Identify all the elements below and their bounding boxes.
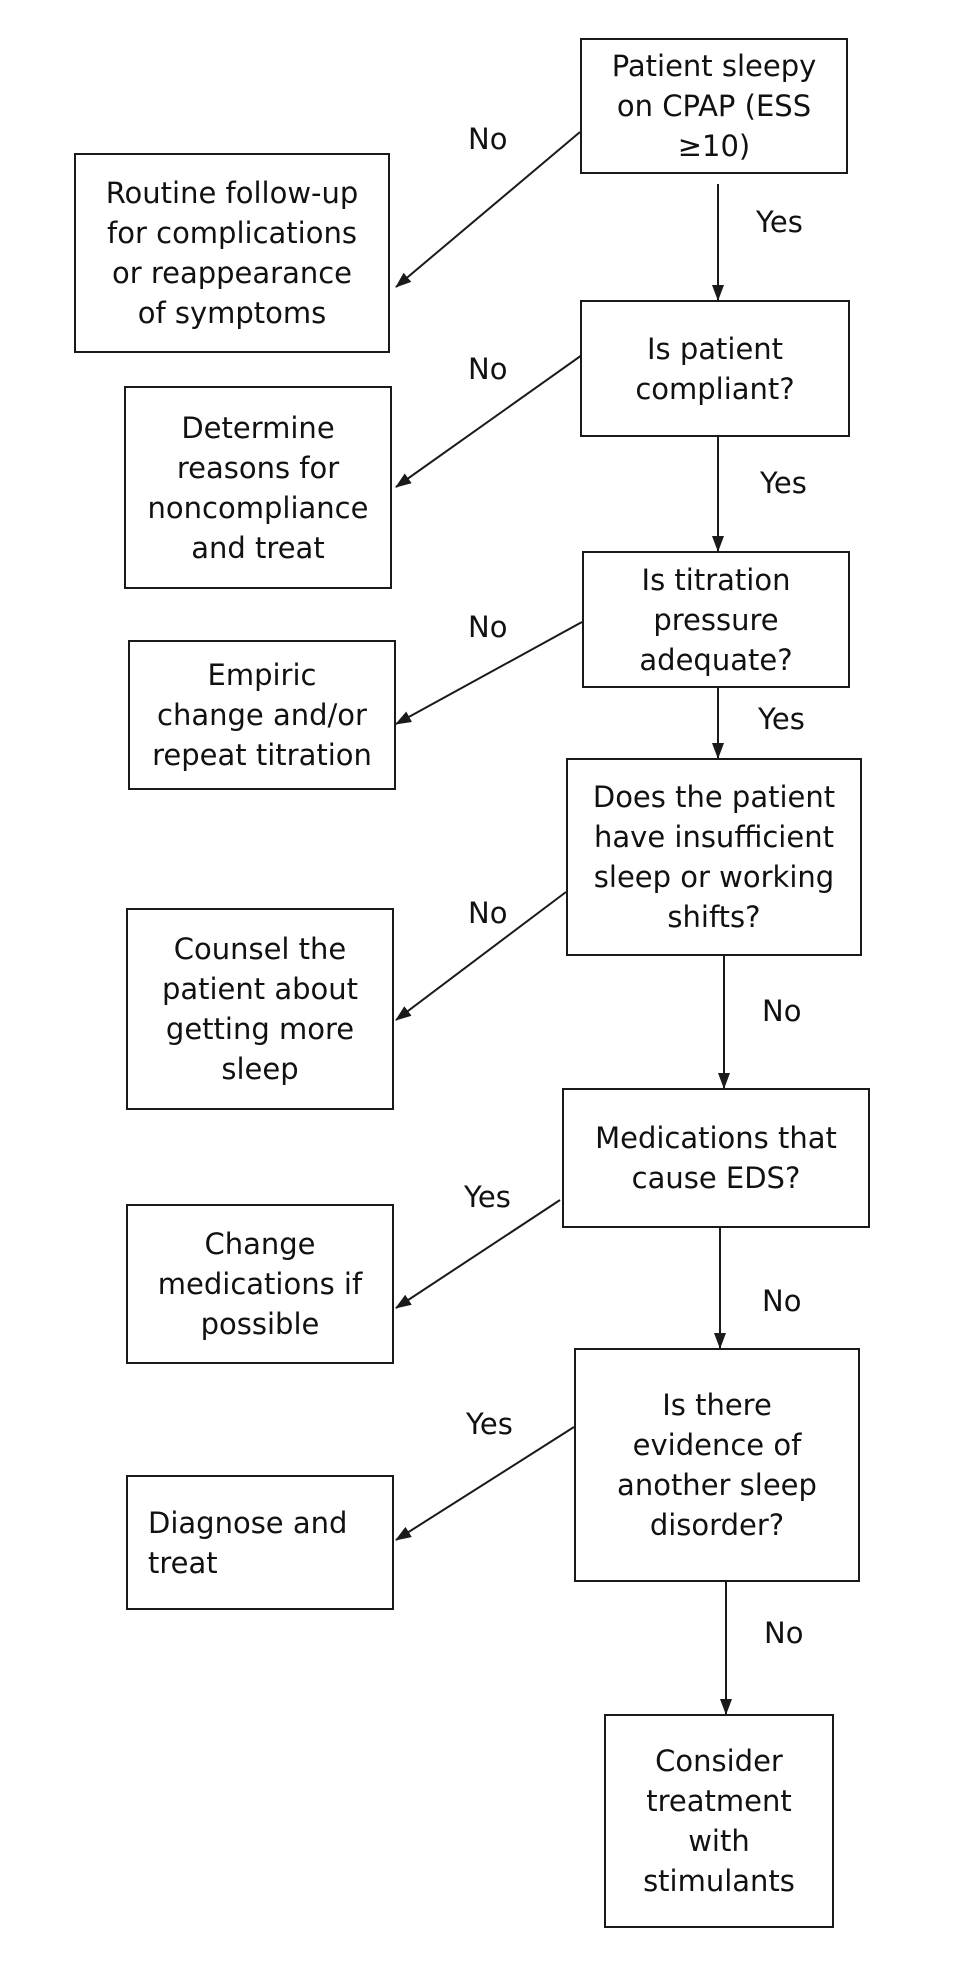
edge-label-medications-no: No [762,1284,802,1318]
arrow-titration-to-empiric [395,621,583,725]
edge-label-compliant-yes: Yes [760,466,807,500]
edge-label-sleepy-yes: Yes [756,205,803,239]
arrow-compliant-to-determine [395,354,583,488]
edge-label-evidence-no: No [764,1616,804,1650]
arrow-insufficient-to-counsel [395,891,567,1021]
edge-label-sleepy-no: No [468,122,508,156]
node-insufficient-sleep: Does the patient have insufficient sleep… [566,758,862,956]
node-diagnose-and-treat: Diagnose and treat [126,1475,394,1610]
node-consider-stimulants: Consider treatment with stimulants [604,1714,834,1928]
edge-label-titration-no: No [468,610,508,644]
node-change-medications: Change medications if possible [126,1204,394,1364]
node-determine-reasons: Determine reasons for noncompliance and … [124,386,392,589]
arrow-medications-to-change-meds [395,1199,561,1309]
node-medications-cause-eds: Medications that cause EDS? [562,1088,870,1228]
node-evidence-sleep-disorder: Is there evidence of another sleep disor… [574,1348,860,1582]
edge-label-insufficient-no-down: No [762,994,802,1028]
node-patient-sleepy: Patient sleepy on CPAP (ESS ≥10) [580,38,848,174]
edge-label-compliant-no: No [468,352,508,386]
node-is-titration-adequate: Is titration pressure adequate? [582,551,850,688]
node-counsel-patient: Counsel the patient about getting more s… [126,908,394,1110]
node-is-patient-compliant: Is patient compliant? [580,300,850,437]
arrow-evidence-to-diagnose [395,1426,575,1541]
node-empiric-change: Empiric change and/or repeat titration [128,640,396,790]
node-routine-follow-up: Routine follow-up for complications or r… [74,153,390,353]
edge-label-titration-yes: Yes [758,702,805,736]
edge-label-evidence-yes: Yes [466,1407,513,1441]
edge-label-insufficient-no-left: No [468,896,508,930]
edge-label-medications-yes: Yes [464,1180,511,1214]
arrow-sleepy-to-routine [395,131,581,288]
